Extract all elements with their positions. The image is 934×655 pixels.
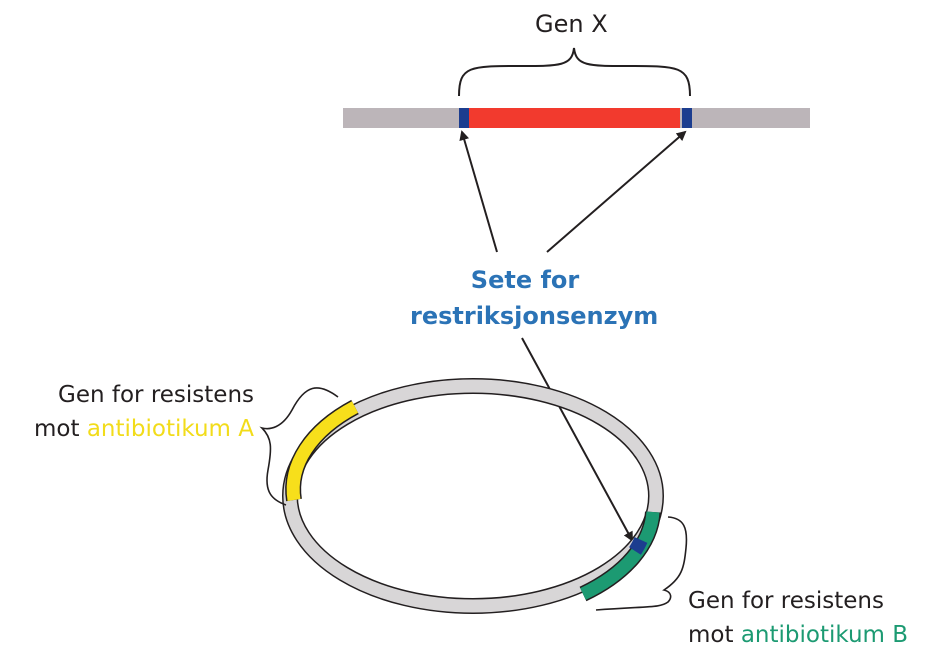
antibiotic-a-name: antibiotikum A [86,416,255,442]
resistance-a-line2: mot antibiotikum A [34,412,254,446]
restriction-site-right [682,108,692,128]
resistance-a-label: Gen for resistens mot antibiotikum A [34,378,254,446]
gene-b-brace [595,516,688,611]
resistance-a-prefix: mot [34,416,87,442]
restriction-site-label: Sete for restriksjonsenzym [410,262,659,334]
resistance-b-prefix: mot [688,622,741,648]
restriction-site-label-line1: Sete for [470,266,580,294]
plasmid-restriction-site [629,537,648,555]
restriction-site-label-line2: restriksjonsenzym [410,302,659,330]
arrow-to-plasmid-site [521,337,633,542]
resistance-b-line2: mot antibiotikum B [688,618,908,652]
antibiotic-b-name: antibiotikum B [740,622,909,648]
gene-x-brace [458,47,691,97]
gene-x-segment [469,108,680,128]
resistance-b-line1: Gen for resistens [688,588,884,614]
resistance-a-line1: Gen for resistens [58,382,255,408]
arrow-to-left-site [459,130,498,253]
resistance-b-label: Gen for resistens mot antibiotikum B [688,584,908,652]
restriction-site-left [459,108,469,128]
arrow-to-right-site [546,130,687,253]
gene-x-label: Gen X [535,10,608,38]
gene-a-brace [259,387,339,506]
